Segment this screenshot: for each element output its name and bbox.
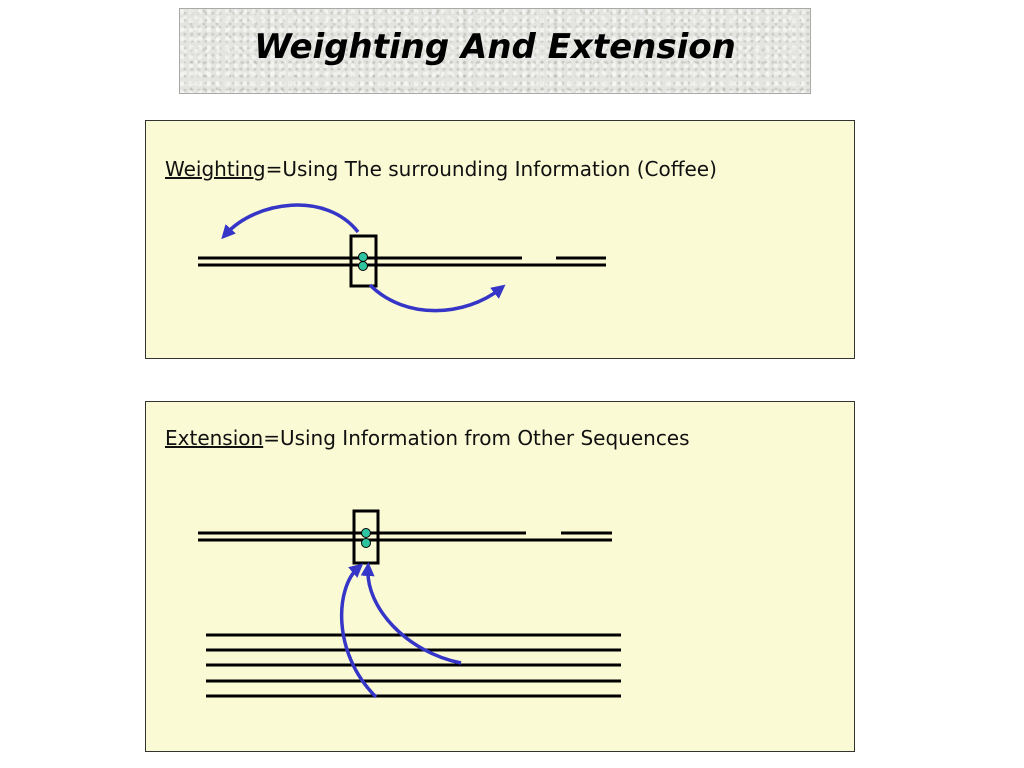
extension-term: Extension [165, 426, 264, 450]
arrow-from-sequence-outer [339, 563, 378, 699]
site-marker-bottom [361, 538, 371, 548]
site-marker-bottom [358, 261, 368, 271]
extension-panel: Extension=Using Information from Other S… [145, 401, 855, 752]
weighting-diagram [198, 203, 606, 313]
page-title: Weighting And Extension [254, 27, 736, 67]
weighting-panel: Weighting=Using The surrounding Informat… [145, 120, 855, 359]
arrow-right-downstream [368, 283, 506, 313]
weighting-description: =Using The surrounding Information (Coff… [265, 157, 717, 181]
arrow-from-sequence-inner [360, 562, 462, 665]
site-marker-top [361, 528, 371, 538]
extension-diagram [198, 509, 621, 699]
title-box: Weighting And Extension [179, 8, 811, 94]
extension-description: =Using Information from Other Sequences [263, 426, 690, 450]
weighting-term: Weighting [165, 157, 266, 181]
arrow-left-upstream [221, 203, 360, 240]
weighting-heading: Weighting=Using The surrounding Informat… [165, 157, 717, 181]
site-marker-top [358, 252, 368, 262]
extension-heading: Extension=Using Information from Other S… [165, 426, 690, 450]
alignment-window-box [349, 234, 378, 288]
